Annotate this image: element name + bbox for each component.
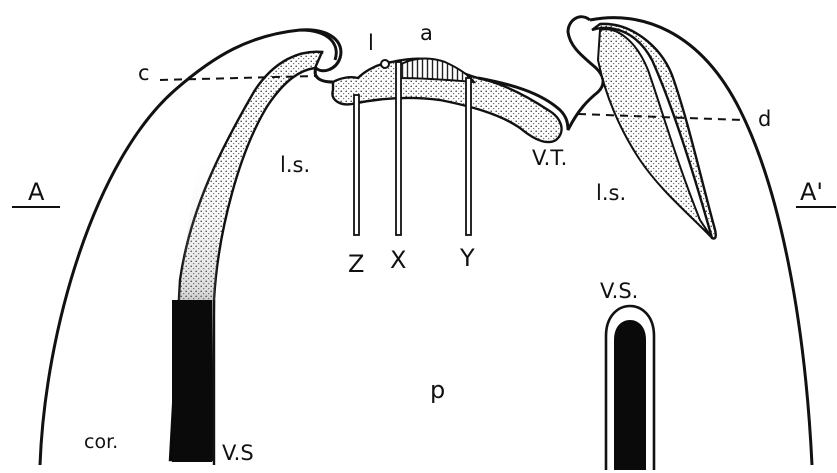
label-c: c xyxy=(138,61,150,85)
label-d: d xyxy=(758,107,771,131)
label-vs-left: V.S xyxy=(222,441,254,465)
needle-z xyxy=(354,95,359,235)
label-cor: cor. xyxy=(84,431,118,453)
label-a-left: A xyxy=(28,178,45,206)
label-vt: V.T. xyxy=(532,146,567,170)
label-ls-right: l.s. xyxy=(596,181,626,205)
label-y: Y xyxy=(459,244,475,272)
label-a-prime: A' xyxy=(800,178,823,206)
label-ls-left: l.s. xyxy=(280,153,310,177)
needle-y xyxy=(466,78,471,235)
hatched-apex-region xyxy=(398,59,474,82)
right-vs-core xyxy=(614,320,646,470)
label-l: l xyxy=(368,31,374,55)
needle-x xyxy=(396,62,401,235)
label-z: Z xyxy=(348,250,364,278)
label-x: X xyxy=(390,246,406,274)
label-p: p xyxy=(430,376,445,404)
left-vascular-dark-core xyxy=(172,300,212,462)
label-a: a xyxy=(420,21,433,45)
label-vs-right: V.S. xyxy=(600,279,638,303)
small-nub xyxy=(381,60,389,68)
